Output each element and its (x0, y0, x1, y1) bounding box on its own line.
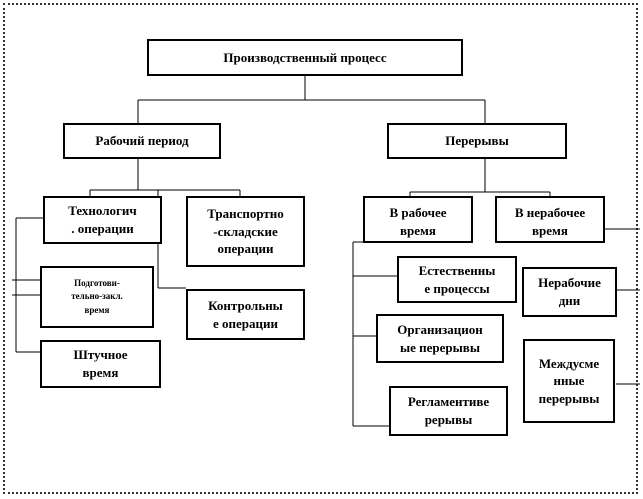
transport-storage-operations-node: Транспортно -складские операции (186, 196, 305, 267)
root-node: Производственный процесс (147, 39, 463, 76)
piece-time-node: Штучное время (40, 340, 161, 388)
in-non-work-time-node: В нерабочее время (495, 196, 605, 243)
technological-operations-node: Технологич . операции (43, 196, 162, 244)
non-work-days-node: Нерабочие дни (522, 267, 617, 317)
natural-processes-node: Естественны е процессы (397, 256, 517, 303)
diagram-frame (3, 3, 638, 494)
in-work-time-node: В рабочее время (363, 196, 473, 243)
inter-shift-breaks-node: Междусме нные перерывы (523, 339, 615, 423)
regulated-breaks-node: Регламентиве рерывы (389, 386, 508, 436)
organizational-breaks-node: Организацион ые перерывы (376, 314, 504, 363)
control-operations-node: Контрольны е операции (186, 289, 305, 340)
preparatory-final-time-node: Подготови- тельно-закл. время (40, 266, 154, 328)
breaks-node: Перерывы (387, 123, 567, 159)
work-period-node: Рабочий период (63, 123, 221, 159)
